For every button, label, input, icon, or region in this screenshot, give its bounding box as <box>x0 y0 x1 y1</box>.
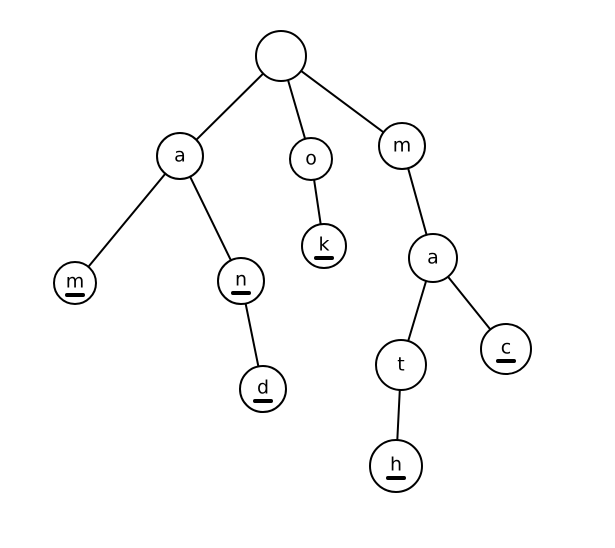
node-circle <box>301 223 347 269</box>
node-circle <box>480 323 532 375</box>
node-label: d <box>257 377 269 399</box>
edge-root-o <box>287 79 307 140</box>
node-circle <box>289 137 333 181</box>
node-label: a <box>427 247 439 269</box>
node-circle <box>378 122 426 170</box>
node-circle <box>375 339 427 391</box>
node-label: h <box>390 454 402 476</box>
trie-node-c: c <box>480 323 532 375</box>
node-circle <box>239 365 287 413</box>
node-label: k <box>318 234 329 256</box>
edge-o-k <box>313 178 322 226</box>
node-circle <box>217 257 265 305</box>
root-node <box>255 30 307 82</box>
node-label: a <box>174 145 186 167</box>
edge-root-a1 <box>195 72 265 141</box>
node-label: m <box>66 271 85 293</box>
edge-n-d <box>244 302 260 368</box>
trie-node-o: o <box>289 137 333 181</box>
trie-node-m1: m <box>378 122 426 170</box>
trie-node-k: k <box>301 223 347 269</box>
trie-node-n: n <box>217 257 265 305</box>
edge-a1-n <box>189 175 232 262</box>
trie-nodes: a o m m n k a d t c h <box>53 30 532 493</box>
edge-a1-m2 <box>87 172 167 268</box>
trie-node-m2: m <box>53 261 97 305</box>
edge-a2-c <box>447 275 492 331</box>
edge-a2-t <box>407 280 428 342</box>
trie-node-h: h <box>369 439 423 493</box>
node-circle <box>255 30 307 82</box>
edge-t-h <box>396 389 401 441</box>
trie-node-d: d <box>239 365 287 413</box>
edge-m1-a2 <box>407 167 428 236</box>
trie-node-a1: a <box>156 132 204 180</box>
node-label: t <box>397 354 404 376</box>
node-label: n <box>235 269 247 291</box>
node-label: m <box>393 135 412 157</box>
edge-root-m1 <box>300 69 385 134</box>
node-circle <box>369 439 423 493</box>
trie-edges <box>87 69 492 441</box>
node-circle <box>53 261 97 305</box>
trie-node-a2: a <box>408 233 458 283</box>
node-circle <box>156 132 204 180</box>
node-label: c <box>501 337 511 359</box>
node-label: o <box>305 148 317 170</box>
node-circle <box>408 233 458 283</box>
trie-node-t: t <box>375 339 427 391</box>
